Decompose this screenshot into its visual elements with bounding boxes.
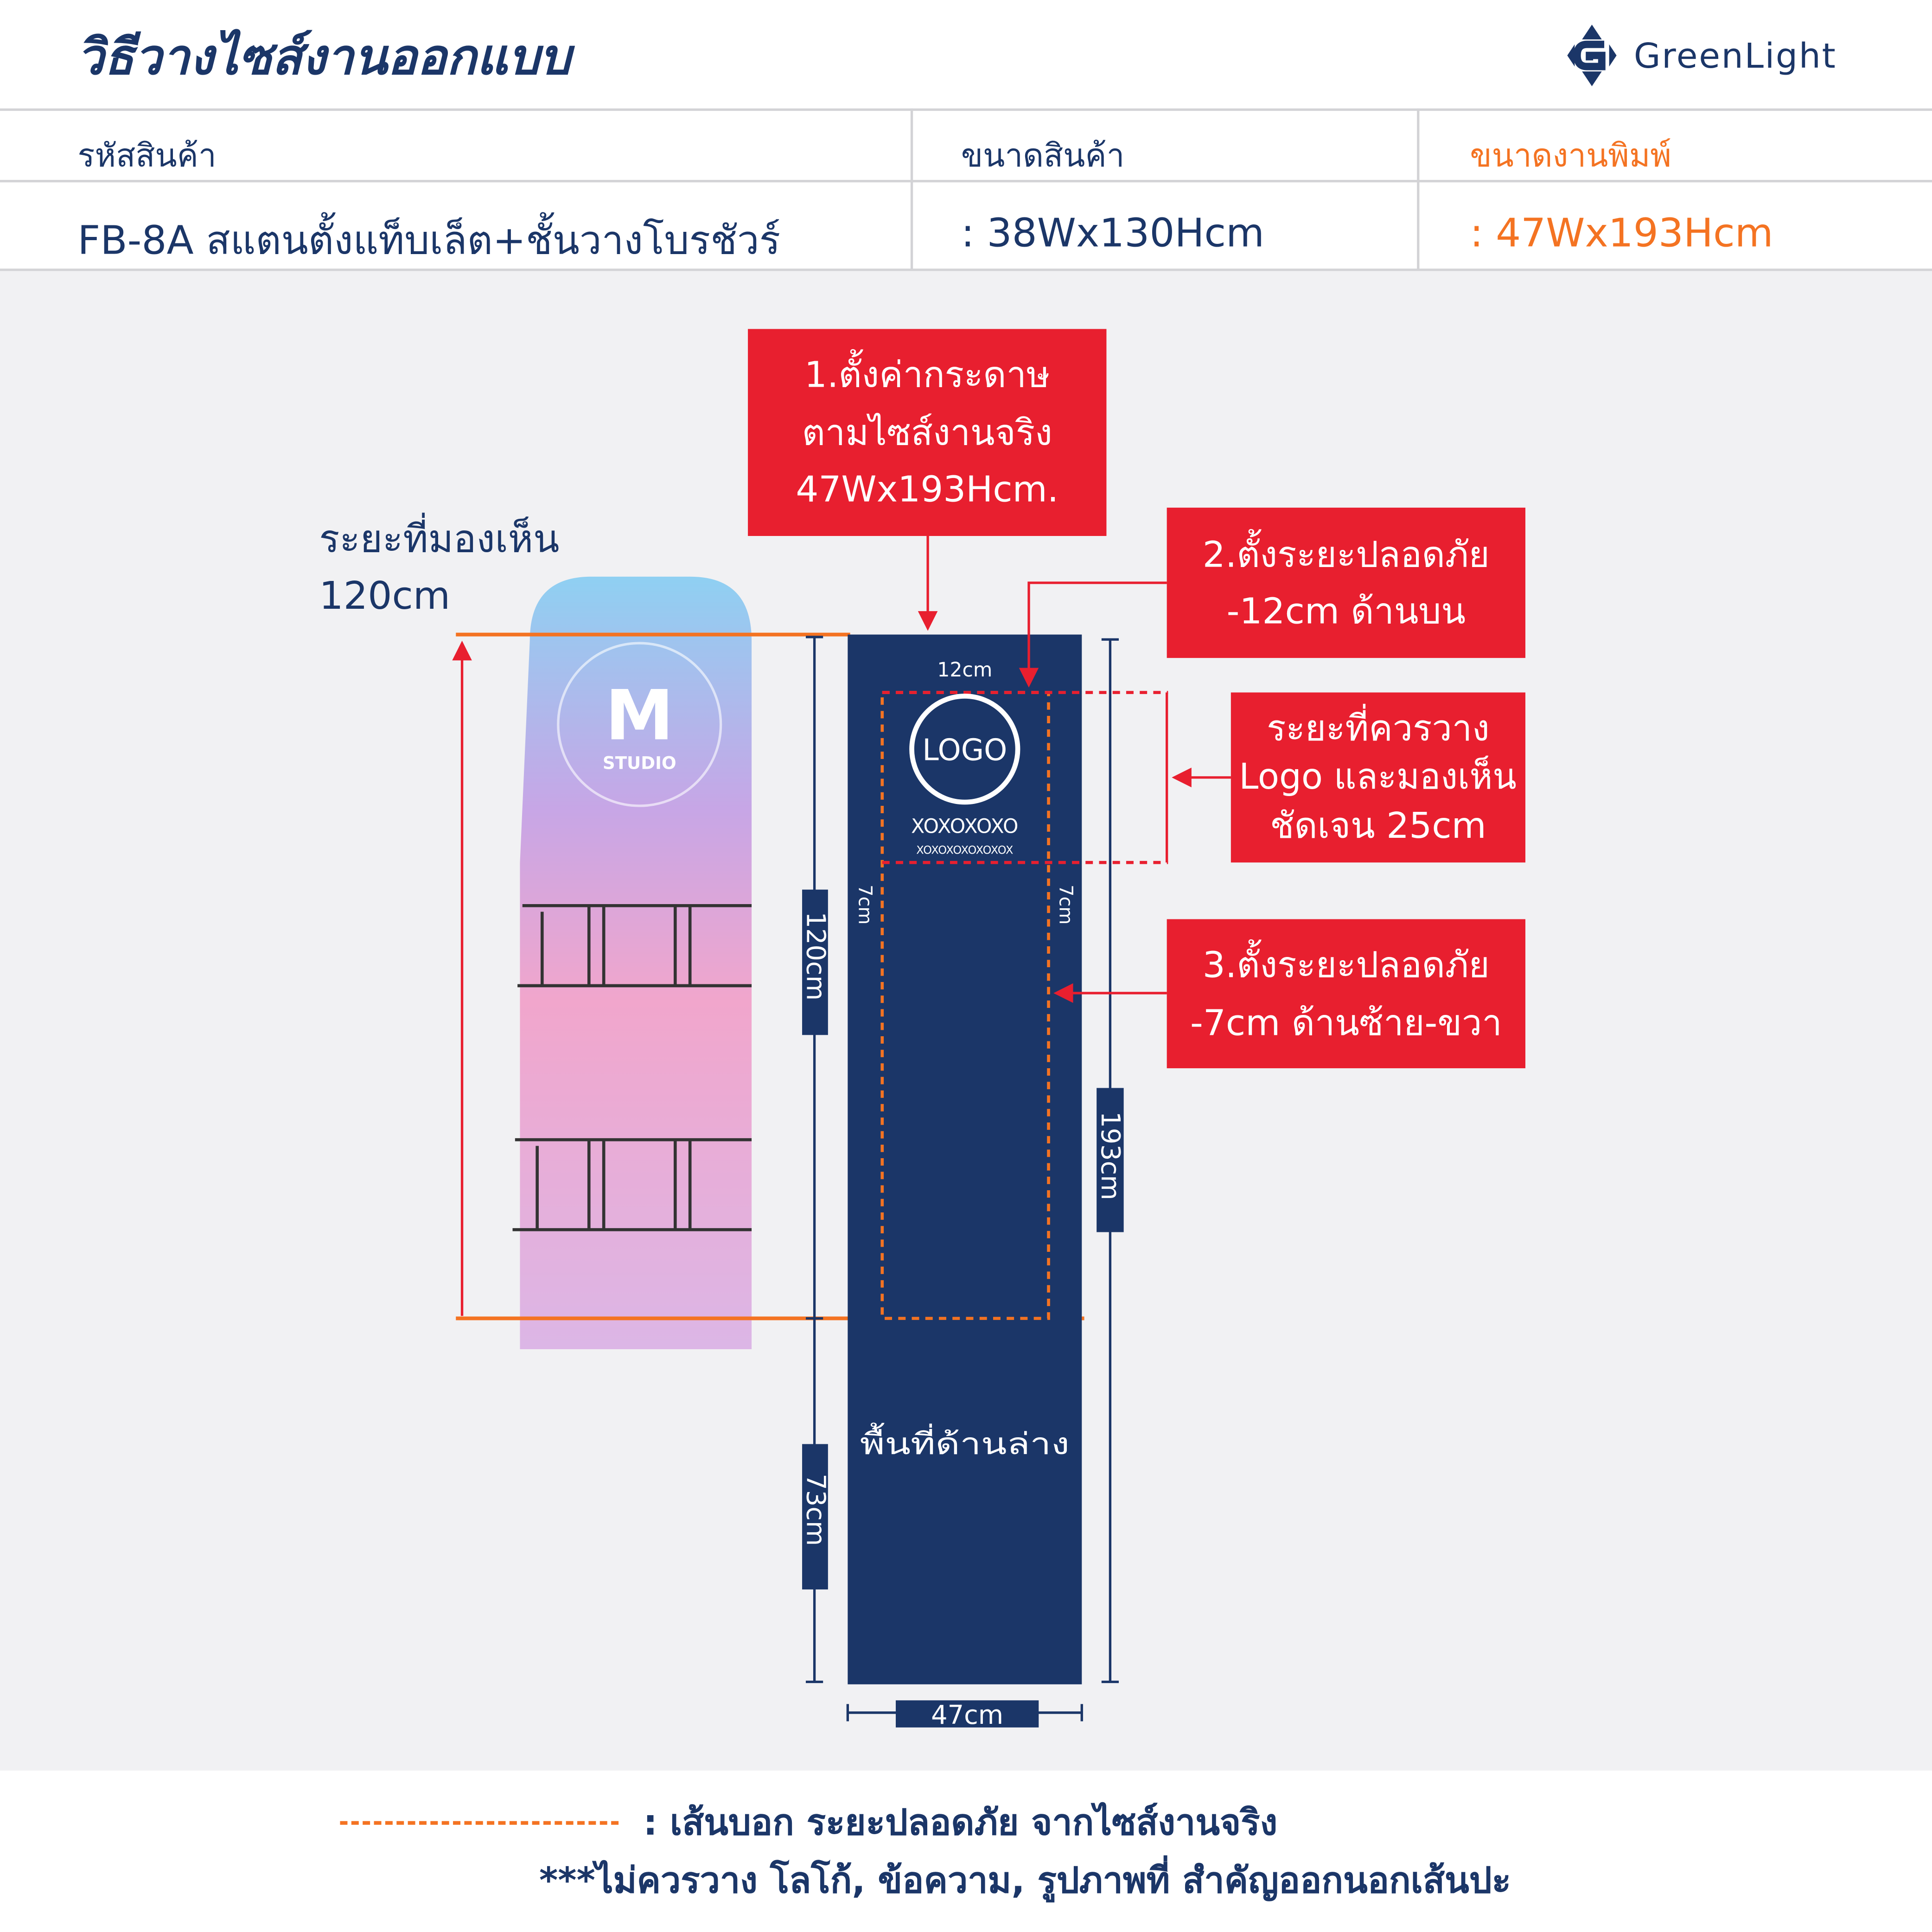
callout-step1: 1.ตั้งค่ากระดาษ ตามไซส์งานจริง 47Wx193Hc… (748, 329, 1107, 536)
divider (0, 268, 1932, 271)
text-main-placeholder: XOXOXOXO (911, 815, 1018, 838)
visible-area-title: ระยะที่มองเห็น (319, 517, 560, 562)
callout-line: 3.ตั้งระยะปลอดภัย (1202, 944, 1490, 986)
brochure-shelf (512, 904, 752, 1231)
callout-line: Logo และมองเห็น (1239, 756, 1517, 798)
callout-logo-area: ระยะที่ควรวาง Logo และมองเห็น ชัดเจน 25c… (1231, 692, 1525, 863)
width-dimension-label: 47cm (931, 1700, 1003, 1730)
callout-line: -12cm ด้านบน (1226, 590, 1466, 632)
artwork-panel (848, 634, 1082, 1684)
greenlight-logo-icon (1567, 25, 1617, 87)
logo-placeholder: LOGO (922, 733, 1007, 768)
height-dimension-label: 193cm (1095, 1111, 1125, 1200)
dashed-line-sample (340, 1820, 619, 1824)
warning-text: ***ไม่ควรวาง โลโก้, ข้อความ, รูปภาพที่ ส… (0, 1852, 1932, 1908)
divider (910, 108, 913, 271)
legend-text: : เส้นบอก ระยะปลอดภัย จากไซส์งานจริง (643, 1801, 1278, 1843)
left-margin-label: 7cm (854, 885, 875, 925)
print-size-value: : 47Wx193Hcm (1470, 209, 1773, 256)
callout-step3: 3.ตั้งระยะปลอดภัย -7cm ด้านซ้าย-ขวา (1167, 919, 1525, 1069)
right-margin-label: 7cm (1055, 885, 1076, 925)
stand-brand-letter: M (605, 676, 674, 756)
page-title: วิธีวางไซส์งานออกแบบ (76, 29, 571, 87)
callout-line: ชัดเจน 25cm (1270, 804, 1486, 846)
product-code-label: รหัสสินค้า (77, 138, 217, 175)
product-size-label: ขนาดสินค้า (961, 138, 1125, 175)
brand-logo: GreenLight (1565, 22, 1836, 89)
callout-line: 1.ตั้งค่ากระดาษ (804, 354, 1050, 396)
callout-line: 47Wx193Hcm. (796, 468, 1059, 510)
top-margin-label: 12cm (937, 659, 992, 682)
callout-line: ระยะที่ควรวาง (1267, 708, 1490, 750)
brand-name: GreenLight (1633, 35, 1837, 76)
bottom-area-label: พื้นที่ด้านล่าง (860, 1422, 1070, 1461)
callout-line: 2.ตั้งระยะปลอดภัย (1202, 533, 1490, 575)
visible-area-label: ระยะที่มองเห็น 120cm (319, 511, 559, 625)
stand-brand-name: STUDIO (603, 752, 676, 773)
product-size-value: : 38Wx130Hcm (961, 209, 1265, 256)
callout-line: -7cm ด้านซ้าย-ขวา (1190, 1001, 1502, 1043)
visible-dimension-label: 120cm (801, 912, 831, 1001)
stand-preview: M STUDIO (512, 576, 752, 1349)
product-code-value: FB-8A สแตนตั้งแท็บเล็ต+ชั้นวางโบรชัวร์ (77, 217, 781, 264)
bottom-dimension-label: 73cm (801, 1473, 831, 1546)
text-sub-placeholder: XOXOXOXOXOXOX (916, 844, 1013, 857)
legend-row: : เส้นบอก ระยะปลอดภัย จากไซส์งานจริง (340, 1794, 1277, 1850)
divider (1417, 108, 1420, 271)
print-size-label: ขนาดงานพิมพ์ (1470, 138, 1671, 175)
callout-line: ตามไซส์งานจริง (802, 411, 1052, 453)
warning-text-line: ***ไม่ควรวาง โลโก้, ข้อความ, รูปภาพที่ ส… (539, 1859, 1511, 1901)
callout-step2: 2.ตั้งระยะปลอดภัย -12cm ด้านบน (1167, 507, 1525, 658)
divider (0, 108, 1932, 111)
step2-arrow (1019, 581, 1167, 688)
logo-circle-icon (909, 694, 1020, 805)
visible-area-value: 120cm (319, 574, 451, 619)
divider (0, 179, 1932, 183)
